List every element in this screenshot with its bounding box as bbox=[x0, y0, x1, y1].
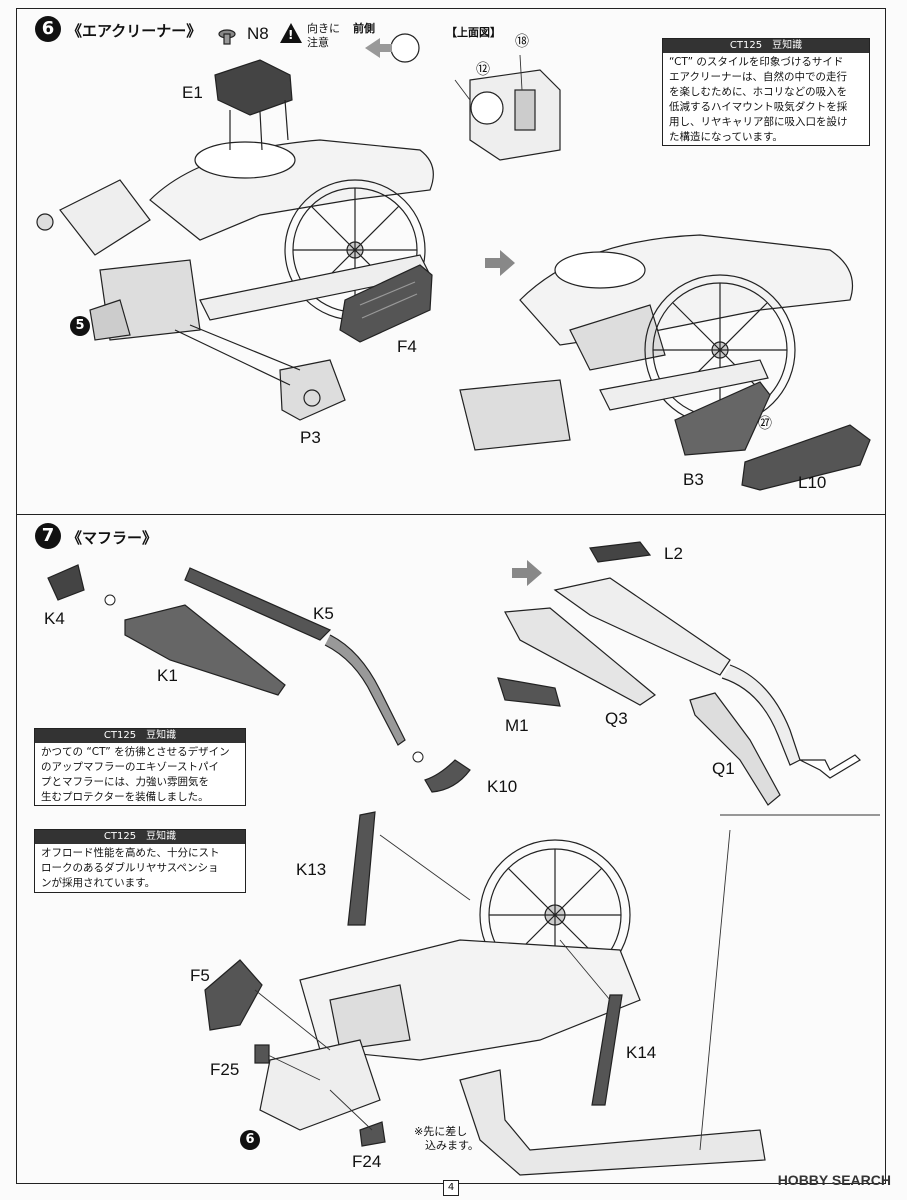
part-label-q1: Q1 bbox=[712, 759, 735, 778]
callout-18: ⑱ bbox=[515, 34, 529, 50]
info-line: 用し、リヤキャリア部に吸入口を設け bbox=[669, 116, 848, 128]
part-f5 bbox=[204, 959, 263, 1031]
leader-lines bbox=[254, 54, 880, 1151]
callout-27: ㉗ bbox=[758, 416, 772, 432]
part-l2 bbox=[589, 541, 652, 563]
part-f24 bbox=[359, 1121, 386, 1147]
info-box-muffler: CT125 豆知識 かつての “CT” を彷彿とさせるデザイン のアップマフラー… bbox=[34, 728, 246, 806]
info-header: CT125 豆知識 bbox=[35, 729, 245, 743]
part-n8 bbox=[218, 29, 236, 45]
part-e1 bbox=[214, 59, 293, 151]
insert-note-line1: ※先に差し bbox=[414, 1125, 468, 1138]
step7-bike bbox=[259, 839, 766, 1176]
info-body: “CT” のスタイルを印象づけるサイド エアクリーナーは、自然の中での走行 を楽… bbox=[663, 53, 869, 147]
part-label-m1: M1 bbox=[505, 716, 529, 735]
info-body: かつての “CT” を彷彿とさせるデザイン のアップマフラーのエキゾーストパイ … bbox=[35, 743, 245, 807]
info-line: のアップマフラーのエキゾーストパイ bbox=[41, 761, 219, 773]
info-line: “CT” のスタイルを印象づけるサイド bbox=[669, 56, 844, 68]
orientation-indicator bbox=[365, 33, 420, 63]
step6-number: 6 bbox=[35, 16, 61, 42]
info-header: CT125 豆知識 bbox=[663, 39, 869, 53]
part-label-k5: K5 bbox=[313, 604, 334, 623]
part-label-f25: F25 bbox=[210, 1060, 240, 1079]
info-box-suspension: CT125 豆知識 オフロード性能を高めた、十分にスト ロークのあるダブルリヤサ… bbox=[34, 829, 246, 893]
info-line: 生むプロテクターを装備しました。 bbox=[41, 791, 209, 803]
orientation-note-line2: 注意 bbox=[307, 36, 329, 49]
prev-step-marker-6: 6 bbox=[240, 1130, 260, 1150]
part-label-b3: B3 bbox=[683, 470, 704, 489]
info-body: オフロード性能を高めた、十分にスト ロークのあるダブルリヤサスペンショ ンが採用… bbox=[35, 844, 245, 893]
info-line: かつての “CT” を彷彿とさせるデザイン bbox=[41, 746, 230, 758]
top-view-figure bbox=[469, 69, 561, 161]
orientation-note-line1: 向きに bbox=[307, 22, 340, 35]
section-divider bbox=[16, 514, 886, 515]
info-header: CT125 豆知識 bbox=[35, 830, 245, 844]
part-label-k4: K4 bbox=[44, 609, 65, 628]
info-line: 低減するハイマウント吸気ダクトを採 bbox=[669, 101, 848, 113]
step6-flow-arrow bbox=[485, 250, 515, 276]
info-line: を楽しむために、ホコリなどの吸入を bbox=[669, 86, 848, 98]
info-line: プとマフラーには、力強い雰囲気を bbox=[41, 776, 209, 788]
part-label-n8: N8 bbox=[247, 24, 269, 43]
info-line: オフロード性能を高めた、十分にスト bbox=[41, 847, 220, 859]
part-label-f24: F24 bbox=[352, 1152, 382, 1171]
step6-bike-right bbox=[459, 234, 854, 451]
part-f4 bbox=[339, 264, 433, 343]
step6-title: 《エアクリーナー》 bbox=[67, 22, 202, 40]
part-label-f5: F5 bbox=[190, 966, 210, 985]
part-label-p3: P3 bbox=[300, 428, 321, 447]
callout-12: ⑫ bbox=[476, 62, 490, 78]
part-k5 bbox=[184, 567, 406, 746]
part-b3 bbox=[674, 381, 771, 456]
part-f25 bbox=[254, 1044, 270, 1064]
step7-title: 《マフラー》 bbox=[67, 529, 158, 547]
part-m1 bbox=[497, 677, 561, 707]
watermark: HOBBY SEARCH bbox=[777, 1172, 891, 1188]
info-line: た構造になっています。 bbox=[669, 131, 783, 143]
top-view-label: 【上面図】 bbox=[446, 26, 501, 39]
part-l10 bbox=[741, 424, 871, 491]
info-line: ンが採用されています。 bbox=[41, 877, 156, 889]
part-k1 bbox=[124, 604, 286, 696]
front-label: 前側 bbox=[353, 22, 375, 35]
part-k4 bbox=[47, 564, 85, 601]
info-line: エアクリーナーは、自然の中での走行 bbox=[669, 71, 847, 83]
part-k10 bbox=[424, 759, 471, 793]
part-label-f4: F4 bbox=[397, 337, 417, 356]
part-label-l10: L10 bbox=[798, 473, 827, 492]
info-line: ロークのあるダブルリヤサスペンショ bbox=[41, 862, 219, 874]
part-k13 bbox=[347, 811, 376, 926]
part-label-e1: E1 bbox=[182, 83, 203, 102]
page-number: 4 bbox=[443, 1180, 459, 1196]
info-box-air-cleaner: CT125 豆知識 “CT” のスタイルを印象づけるサイド エアクリーナーは、自… bbox=[662, 38, 870, 146]
part-k14 bbox=[591, 994, 623, 1106]
part-q3 bbox=[504, 607, 657, 706]
part-label-k14: K14 bbox=[626, 1043, 657, 1062]
prev-step-marker-5: 5 bbox=[70, 316, 90, 336]
part-label-q3: Q3 bbox=[605, 709, 628, 728]
part-label-k10: K10 bbox=[487, 777, 518, 796]
part-label-k1: K1 bbox=[157, 666, 178, 685]
insert-note-line2: 込みます。 bbox=[425, 1139, 479, 1152]
part-q1 bbox=[689, 692, 781, 806]
step7-number: 7 bbox=[35, 523, 61, 549]
part-label-l2: L2 bbox=[664, 544, 683, 563]
warning-icon bbox=[280, 23, 302, 43]
step6-bike-left bbox=[36, 139, 434, 421]
step7-flow-arrow bbox=[512, 560, 542, 586]
part-label-k13: K13 bbox=[296, 860, 327, 879]
part-muffler-main bbox=[553, 577, 861, 779]
